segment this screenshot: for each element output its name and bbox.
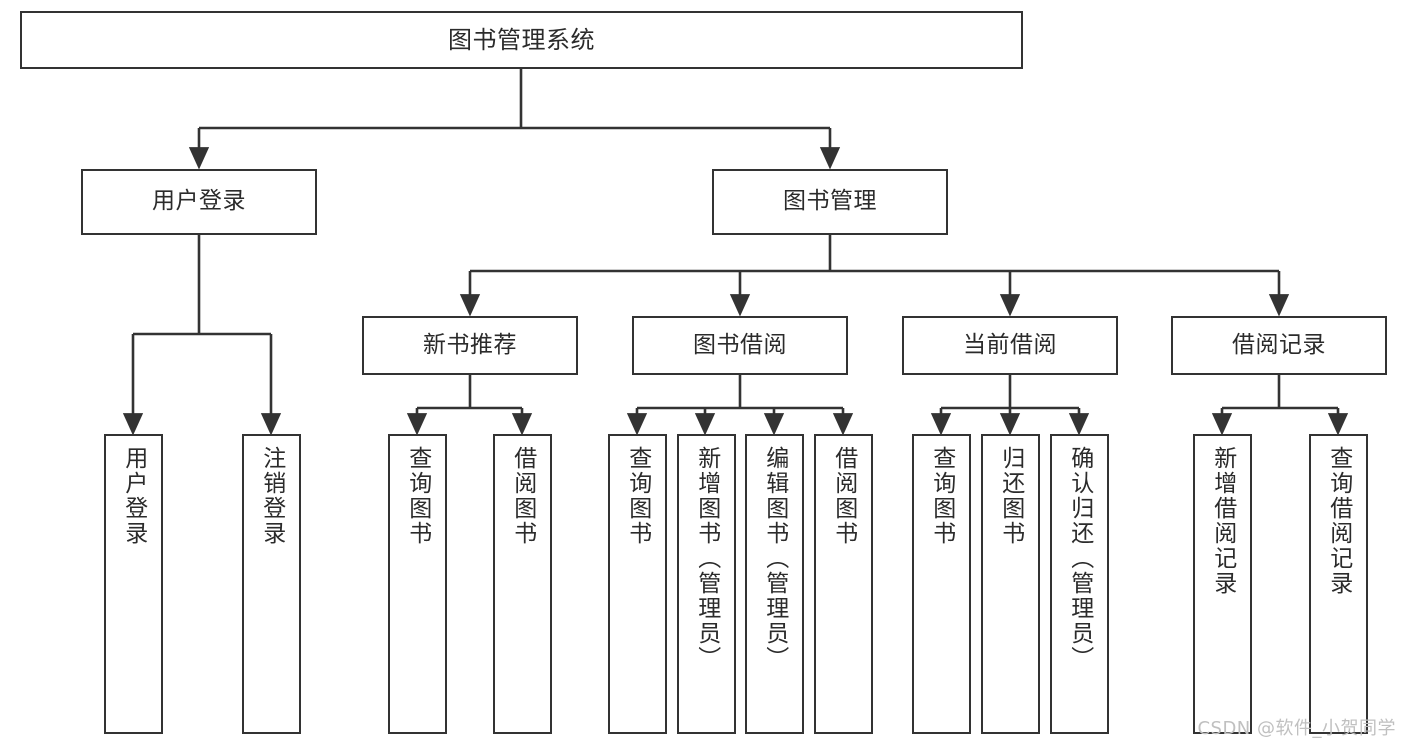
node-leaf-borrow-query-book-label: 查询图书 [624,446,651,546]
node-leaf-borrow-query-book[interactable]: 查询图书 [608,434,667,734]
node-borrow-record[interactable]: 借阅记录 [1171,316,1387,375]
node-new-book-recommend-label: 新书推荐 [423,331,517,358]
node-leaf-add-book-admin-label: 新增图书（管理员） [693,446,720,671]
node-leaf-newbook-query-book[interactable]: 查询图书 [388,434,447,734]
node-current-borrow-label: 当前借阅 [963,331,1057,358]
node-user-login[interactable]: 用户登录 [81,169,317,235]
node-leaf-newbook-borrow-book-label: 借阅图书 [509,446,536,546]
node-book-management[interactable]: 图书管理 [712,169,948,235]
node-leaf-newbook-query-book-label: 查询图书 [404,446,431,546]
node-leaf-newbook-borrow-book[interactable]: 借阅图书 [493,434,552,734]
csdn-watermark: CSDN @软件_小贺同学 [1197,718,1396,739]
node-leaf-add-book-admin[interactable]: 新增图书（管理员） [677,434,736,734]
node-leaf-confirm-return-admin[interactable]: 确认归还（管理员） [1050,434,1109,734]
node-leaf-confirm-return-admin-label: 确认归还（管理员） [1066,446,1093,671]
node-leaf-user-login-label: 用户登录 [120,446,147,546]
node-root-system-label: 图书管理系统 [448,25,595,54]
node-leaf-add-borrow-record-label: 新增借阅记录 [1209,446,1236,596]
node-book-borrow-label: 图书借阅 [693,331,787,358]
node-book-management-label: 图书管理 [783,188,877,215]
node-leaf-query-borrow-record-label: 查询借阅记录 [1325,446,1352,596]
node-leaf-borrow-book[interactable]: 借阅图书 [814,434,873,734]
node-leaf-logout-label: 注销登录 [258,446,285,546]
node-leaf-logout[interactable]: 注销登录 [242,434,301,734]
node-root-system[interactable]: 图书管理系统 [20,11,1023,69]
node-leaf-borrow-book-label: 借阅图书 [830,446,857,546]
node-leaf-user-login[interactable]: 用户登录 [104,434,163,734]
node-current-borrow[interactable]: 当前借阅 [902,316,1118,375]
node-leaf-add-borrow-record[interactable]: 新增借阅记录 [1193,434,1252,734]
node-book-borrow[interactable]: 图书借阅 [632,316,848,375]
node-new-book-recommend[interactable]: 新书推荐 [362,316,578,375]
node-leaf-edit-book-admin[interactable]: 编辑图书（管理员） [745,434,804,734]
node-leaf-current-query-book[interactable]: 查询图书 [912,434,971,734]
node-leaf-query-borrow-record[interactable]: 查询借阅记录 [1309,434,1368,734]
node-user-login-label: 用户登录 [152,188,246,215]
node-borrow-record-label: 借阅记录 [1232,331,1326,358]
node-leaf-current-query-book-label: 查询图书 [928,446,955,546]
node-leaf-edit-book-admin-label: 编辑图书（管理员） [761,446,788,671]
node-leaf-return-book-label: 归还图书 [997,446,1024,546]
node-leaf-return-book[interactable]: 归还图书 [981,434,1040,734]
